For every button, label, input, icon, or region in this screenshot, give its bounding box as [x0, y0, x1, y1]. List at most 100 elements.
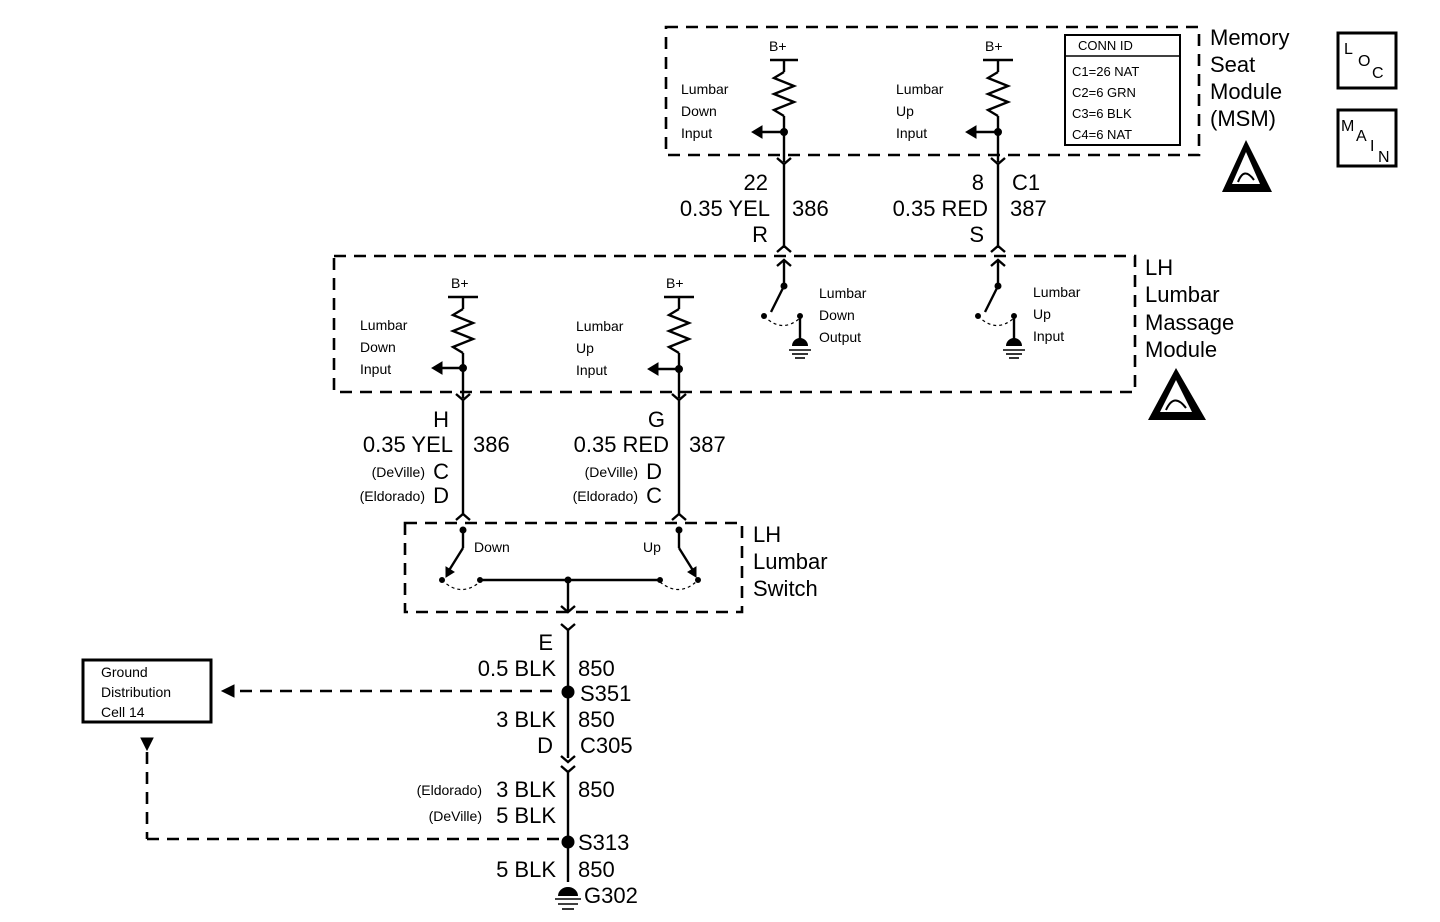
massage-down-output-l1: Lumbar: [819, 285, 867, 301]
circuit-387-upper: 387: [1010, 196, 1047, 221]
conn-s: S: [969, 222, 984, 247]
msm-title-line2: Seat: [1210, 52, 1255, 77]
ground-dist-l2: Distribution: [101, 684, 171, 700]
circuit-850-b: 850: [578, 707, 615, 732]
massage-down-input-l1: Lumbar: [360, 317, 408, 333]
wire-387-mid: [671, 400, 687, 521]
wire-386-mid: [455, 400, 471, 521]
massage-bplus-left: B+: [451, 275, 469, 291]
massage-title-line3: Massage: [1145, 310, 1234, 335]
msm-down-input-l1: Lumbar: [681, 81, 729, 97]
eldorado-pin-left: D: [433, 483, 449, 508]
svg-text:C: C: [1372, 65, 1384, 82]
main-nav-icon[interactable]: M A I N: [1336, 108, 1398, 168]
wire-850-a-color: 0.5 BLK: [478, 656, 557, 681]
conn-id-row2: C2=6 GRN: [1072, 85, 1136, 100]
massage-title-line1: LH: [1145, 255, 1173, 280]
svg-text:L: L: [1344, 41, 1353, 58]
switch-down-label: Down: [474, 539, 510, 555]
switch-title-line2: Lumbar: [753, 549, 828, 574]
circuit-850-e: 850: [578, 857, 615, 882]
msm-up-input-l1: Lumbar: [896, 81, 944, 97]
pin-22: 22: [744, 170, 768, 195]
conn-id-row4: C4=6 NAT: [1072, 127, 1132, 142]
conn-c1: C1: [1012, 170, 1040, 195]
wire-386-upper: [776, 164, 792, 253]
eldorado-label-right: (Eldorado): [573, 488, 638, 504]
ground-path: [555, 623, 581, 910]
loc-nav-icon[interactable]: L O C: [1336, 31, 1398, 90]
switch-up-contact: [657, 526, 701, 591]
conn-r: R: [752, 222, 768, 247]
eldorado-label-left: (Eldorado): [360, 488, 425, 504]
msm-bplus-right: B+: [985, 38, 1003, 54]
wire-387-upper-color: 0.35 RED: [893, 196, 988, 221]
massage-up-input-r-l1: Lumbar: [1033, 284, 1081, 300]
wire-850-d-color: 5 BLK: [496, 803, 556, 828]
wire-387-mid-color: 0.35 RED: [574, 432, 669, 457]
massage-up-input-r-l3: Input: [1033, 328, 1064, 344]
eldorado-pin-right: C: [646, 483, 662, 508]
msm-down-input-l3: Input: [681, 125, 712, 141]
wire-850-c-color: 3 BLK: [496, 777, 556, 802]
massage-pullup-up: B+: [647, 275, 694, 402]
deville-pin-right: D: [646, 459, 662, 484]
circuit-850-a: 850: [578, 656, 615, 681]
circuit-387-mid: 387: [689, 432, 726, 457]
pin-8: 8: [972, 170, 984, 195]
massage-up-input-l3: Input: [576, 362, 607, 378]
deville-label-ground: (DeVille): [429, 808, 482, 824]
massage-down-input-l2: Down: [360, 339, 396, 355]
svg-text:A: A: [1356, 128, 1367, 145]
ground-distribution-link[interactable]: Ground Distribution Cell 14: [81, 658, 213, 724]
ground-dist-l3: Cell 14: [101, 704, 145, 720]
svg-text:M: M: [1341, 118, 1354, 135]
switch-down-contact: [439, 526, 483, 591]
massage-up-input-switch: [975, 258, 1025, 359]
conn-id-row1: C1=26 NAT: [1072, 64, 1139, 79]
deville-label-left: (DeVille): [372, 464, 425, 480]
ground-distribution-leaders: [140, 684, 560, 841]
wire-387-upper: [990, 164, 1006, 253]
deville-label-right: (DeVille): [585, 464, 638, 480]
massage-title-line2: Lumbar: [1145, 282, 1220, 307]
svg-text:N: N: [1378, 149, 1390, 166]
conn-g: G: [648, 407, 665, 432]
massage-up-input-l1: Lumbar: [576, 318, 624, 334]
massage-title-line4: Module: [1145, 337, 1217, 362]
msm-up-input-l2: Up: [896, 103, 914, 119]
switch-title-line3: Switch: [753, 576, 818, 601]
conn-id-table: CONN ID C1=26 NAT C2=6 GRN C3=6 BLK C4=6…: [1064, 34, 1181, 146]
switch-title-line1: LH: [753, 522, 781, 547]
conn-c305: C305: [580, 733, 633, 758]
msm-pullup-down: B+: [751, 38, 798, 166]
ground-dist-l1: Ground: [101, 664, 148, 680]
msm-title-line1: Memory: [1210, 25, 1289, 50]
massage-down-output-l3: Output: [819, 329, 861, 345]
esd-warning-icon: [1222, 140, 1272, 192]
memory-seat-module: Memory Seat Module (MSM) B+ Lumbar Down …: [664, 25, 1289, 192]
massage-up-input-r-l2: Up: [1033, 306, 1051, 322]
conn-id-header: CONN ID: [1078, 38, 1133, 53]
msm-pullup-up: B+: [965, 38, 1013, 166]
lh-lumbar-switch: LH Lumbar Switch Down Up: [403, 521, 828, 614]
circuit-850-c: 850: [578, 777, 615, 802]
wire-850-b-color: 3 BLK: [496, 707, 556, 732]
conn-e: E: [538, 630, 553, 655]
wire-386-upper-color: 0.35 YEL: [680, 196, 770, 221]
massage-down-input-l3: Input: [360, 361, 391, 377]
conn-h: H: [433, 407, 449, 432]
lh-lumbar-massage-module: LH Lumbar Massage Module B+ Lumbar Down …: [332, 254, 1234, 420]
svg-text:O: O: [1358, 53, 1370, 70]
ground-g302: G302: [584, 883, 638, 908]
circuit-386-upper: 386: [792, 196, 829, 221]
msm-title-line4: (MSM): [1210, 106, 1276, 131]
circuit-386-mid: 386: [473, 432, 510, 457]
msm-down-input-l2: Down: [681, 103, 717, 119]
svg-text:I: I: [1370, 138, 1374, 155]
splice-s351: S351: [580, 681, 631, 706]
massage-pullup-down: B+: [431, 275, 478, 402]
massage-down-output-l2: Down: [819, 307, 855, 323]
conn-id-row3: C3=6 BLK: [1072, 106, 1132, 121]
